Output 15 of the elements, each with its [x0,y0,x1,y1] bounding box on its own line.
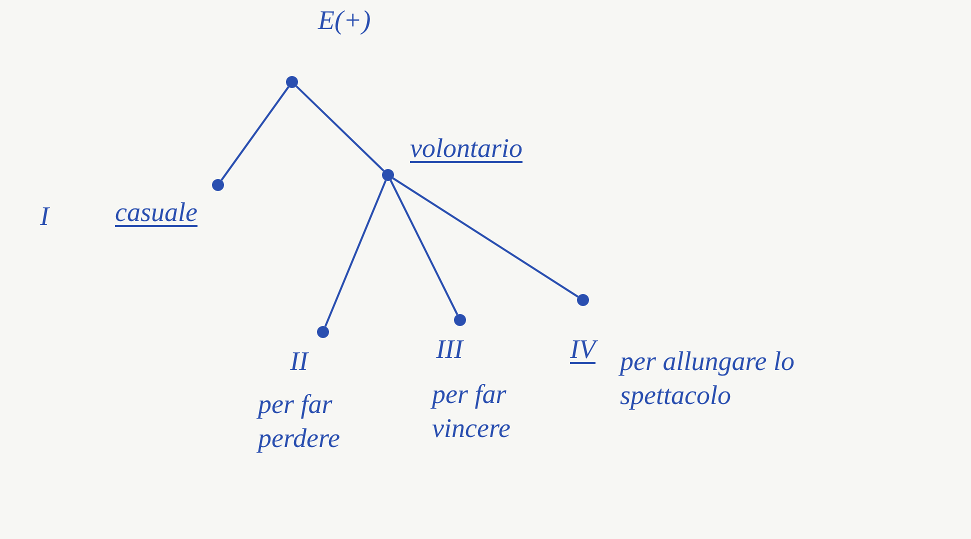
leaf-description: per allungare lo spettacolo [620,345,796,412]
branch-line [220,86,290,181]
branch-line [390,180,458,316]
roman-numeral: IV [570,333,620,367]
roman-numeral: I [40,200,51,233]
roman-numeral: II [290,345,310,378]
branch-label: volontario [410,132,524,165]
roman-numeral: III [436,333,465,366]
root-label: E(+) [318,4,372,37]
branch-line [392,177,578,298]
leaf-description: per far perdere [258,388,341,455]
branch-line [324,180,387,327]
branch-line [296,85,384,172]
branch-label: casuale [115,196,198,229]
leaf-description: per far vincere [432,378,512,445]
